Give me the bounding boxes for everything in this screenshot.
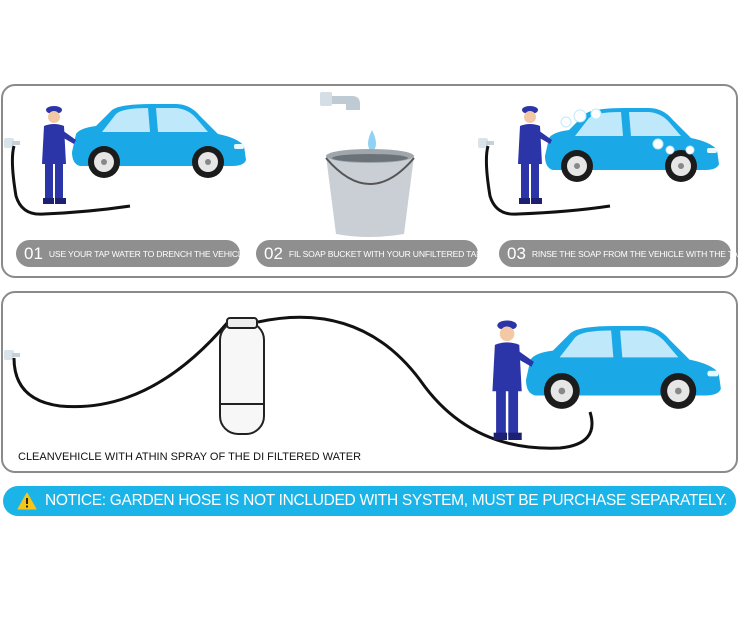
- tap-icon: [332, 96, 360, 110]
- filtered-rinse-illustration: [4, 315, 721, 450]
- car-icon: [72, 104, 246, 178]
- warning-icon: [17, 492, 37, 510]
- step2-illustration: [320, 92, 415, 237]
- step-2-text: FIL SOAP BUCKET WITH YOUR UNFILTERED TAP: [288, 248, 482, 259]
- hose: [10, 145, 131, 216]
- hose: [484, 145, 611, 216]
- step-1-text: USE YOUR TAP WATER TO DRENCH THE VEHICLE: [48, 248, 249, 259]
- bottom-caption: CLEANVEHICLE WITH ATHIN SPRAY OF THE DI …: [18, 451, 362, 463]
- car-icon: [545, 108, 719, 182]
- soap-foam: [560, 108, 695, 155]
- step-3-badge: 03 RINSE THE SOAP FROM THE VEHICLE WITH …: [499, 240, 739, 267]
- faucet-icon: [4, 138, 20, 148]
- bucket-icon: [326, 156, 414, 237]
- step-2-badge: 02 FIL SOAP BUCKET WITH YOUR UNFILTERED …: [256, 240, 482, 267]
- notice-banner: NOTICE: GARDEN HOSE IS NOT INCLUDED WITH…: [3, 486, 736, 516]
- step-3-number: 03: [507, 243, 526, 263]
- step-1-number: 01: [24, 243, 43, 263]
- step3-illustration: [478, 106, 719, 216]
- step1-illustration: [4, 104, 246, 216]
- car-icon: [526, 326, 721, 409]
- step-1-badge: 01 USE YOUR TAP WATER TO DRENCH THE VEHI…: [16, 240, 248, 267]
- notice-text: NOTICE: GARDEN HOSE IS NOT INCLUDED WITH…: [45, 492, 728, 509]
- water-drop-icon: [368, 130, 376, 152]
- step-3-text: RINSE THE SOAP FROM THE VEHICLE WITH THE…: [531, 248, 739, 259]
- faucet-icon: [4, 350, 20, 360]
- hose: [12, 321, 230, 409]
- faucet-icon: [478, 138, 494, 148]
- step-2-number: 02: [264, 243, 283, 263]
- worker-icon: [42, 106, 76, 204]
- di-filter-icon: [219, 321, 265, 435]
